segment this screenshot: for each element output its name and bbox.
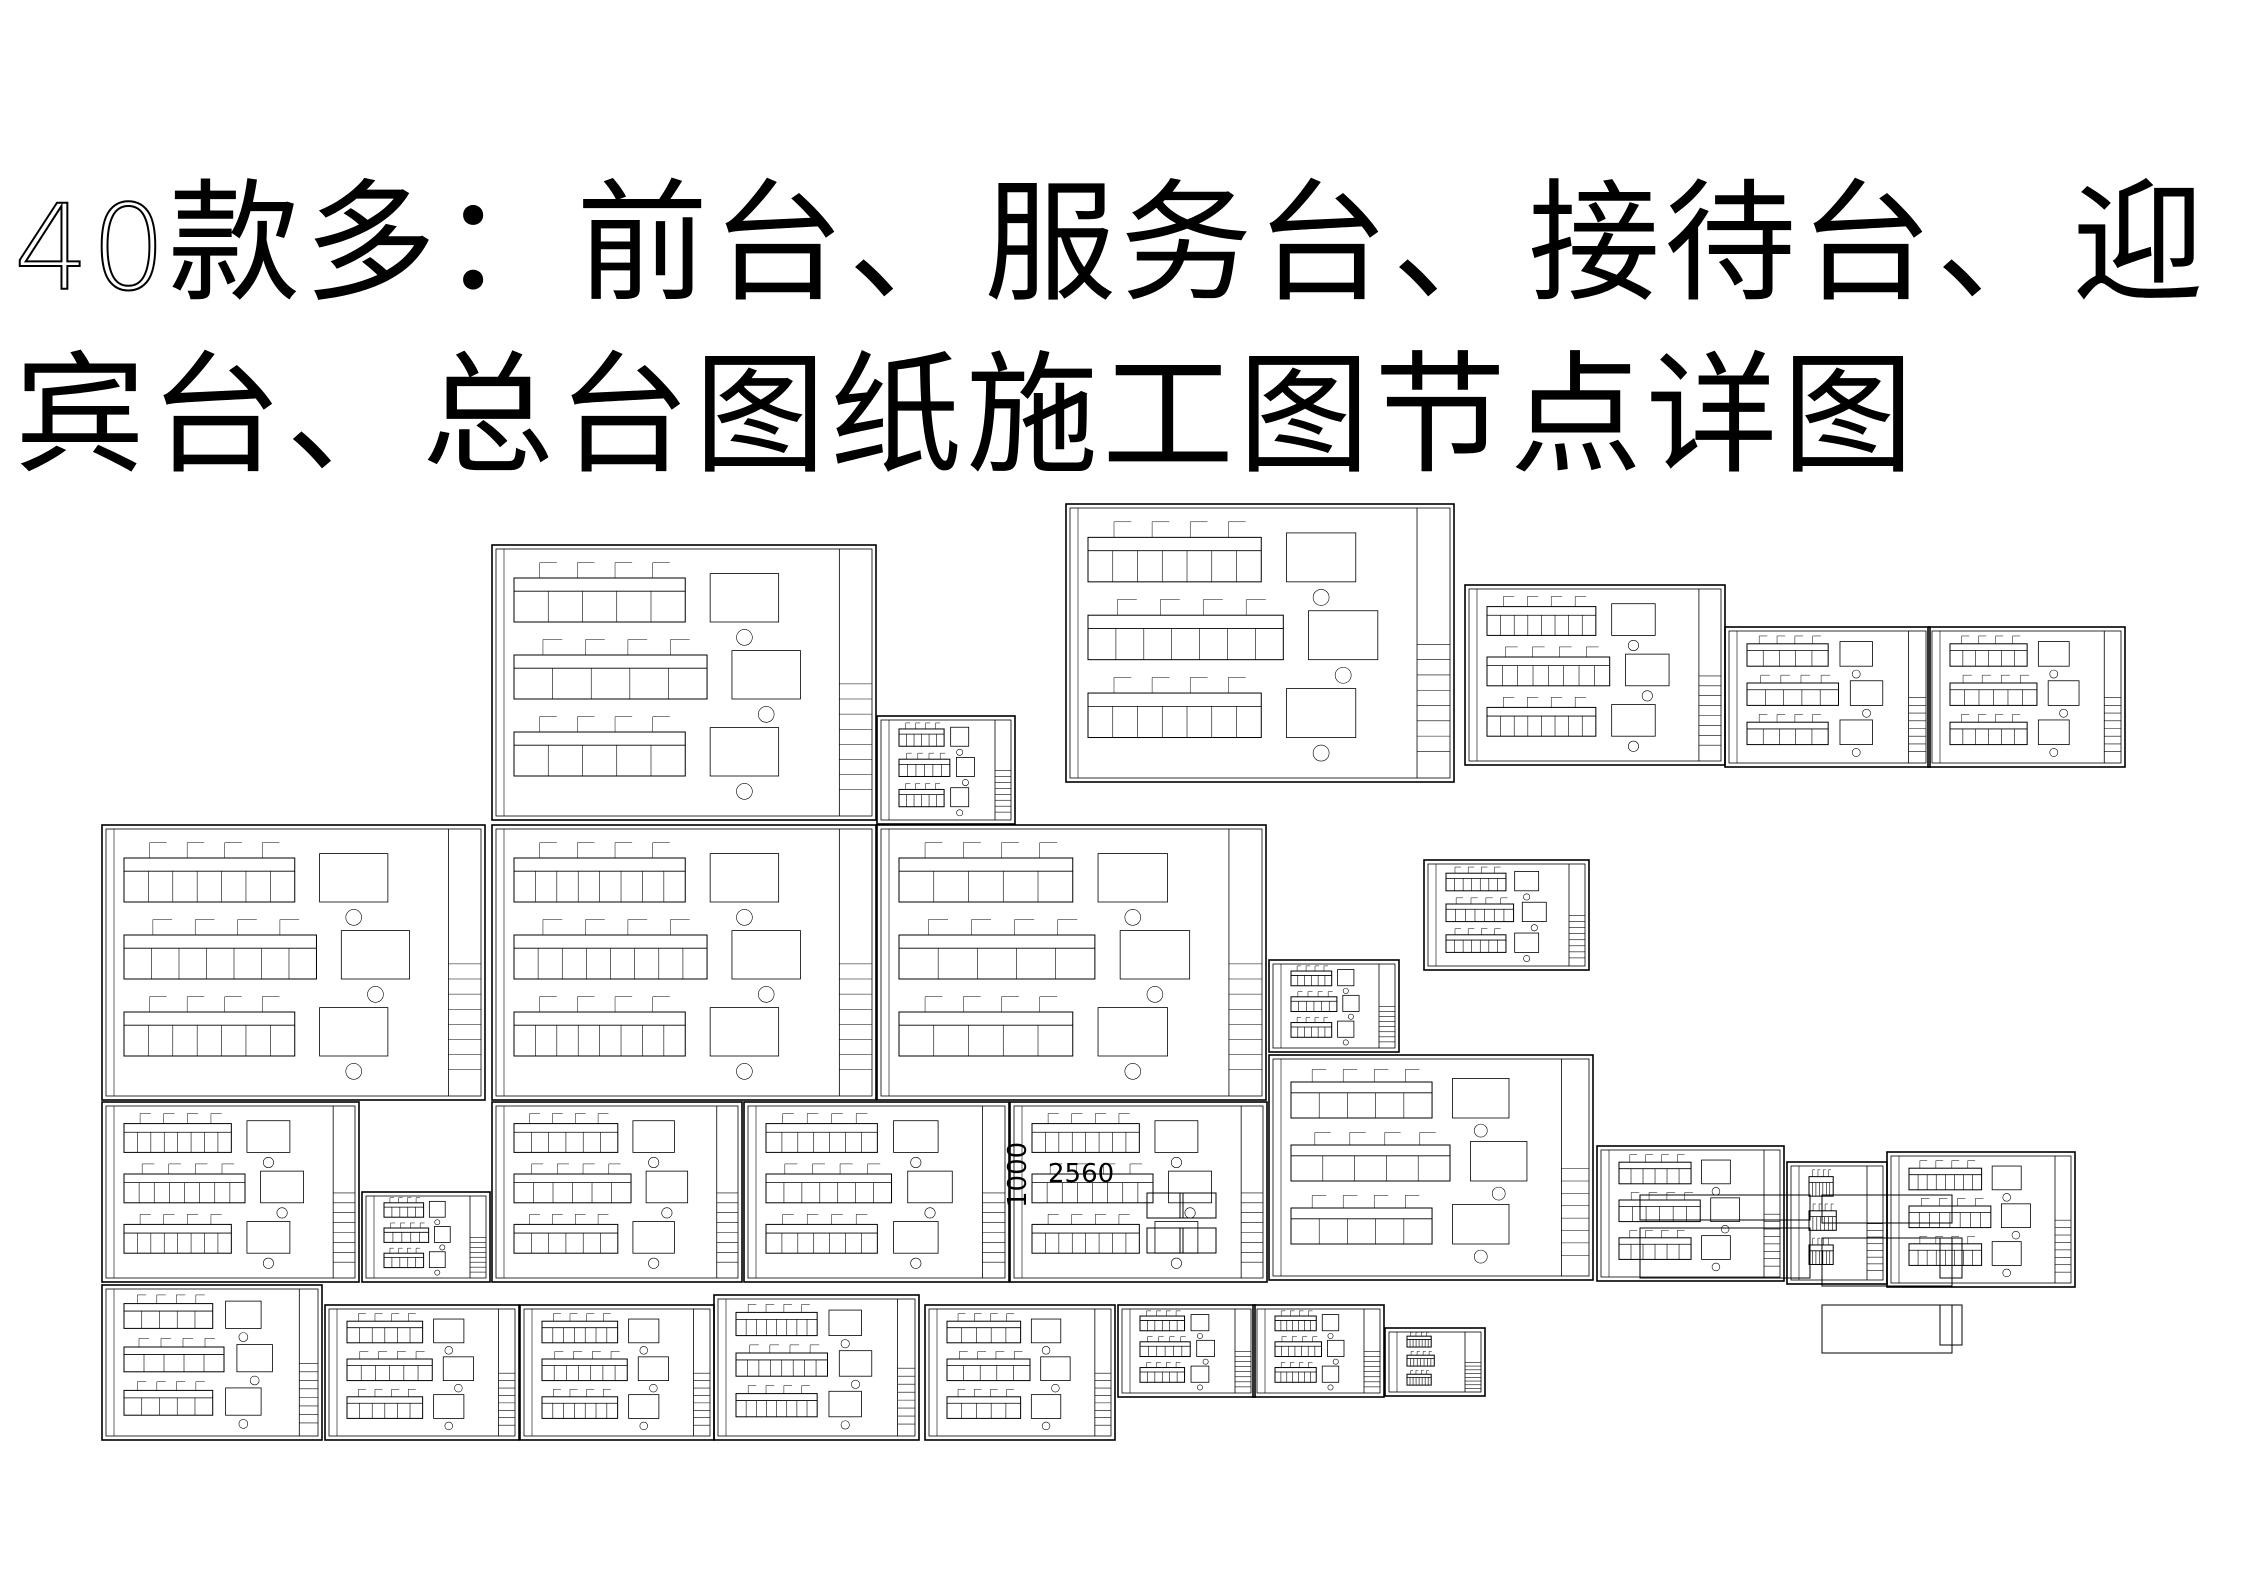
drawing-sheet: [101, 1284, 323, 1441]
drawing-sheet: [1252, 1304, 1385, 1398]
drawing-sheet: [491, 1101, 743, 1283]
detail-drawing: [1821, 1194, 1953, 1224]
drawing-sheet: [491, 824, 877, 1101]
detail-drawing: [1939, 1237, 1963, 1279]
drawing-sheet: [876, 715, 1016, 825]
dimension-label-height: 1000: [1003, 1142, 1033, 1208]
drawing-sheet: [1117, 1304, 1256, 1398]
drawing-sheet: [1009, 1101, 1268, 1283]
detail-drawing: [1639, 1194, 1811, 1221]
sheet-layer: [101, 503, 2126, 1441]
detail-drawing: [1146, 1192, 1184, 1219]
drawing-sheet: [1384, 1327, 1486, 1397]
drawing-sheet: [1927, 626, 2126, 768]
drawing-sheet: [876, 824, 1267, 1101]
drawing-sheet: [1268, 959, 1400, 1053]
drawing-sheet: [361, 1191, 491, 1283]
drawing-sheet: [519, 1304, 715, 1441]
drawing-sheet: [743, 1101, 1010, 1283]
drawing-sheet: [1268, 1054, 1594, 1281]
drawing-sheet: [491, 544, 877, 821]
drawing-sheet: [1596, 1145, 1785, 1282]
drawing-sheet: [101, 824, 486, 1101]
drawing-sheet: [1065, 503, 1455, 783]
drawing-sheet: [1886, 1151, 2076, 1288]
title-text: 款多：前台、服务台、接待台、迎宾台、总台图纸施工图节点详图: [14, 167, 2209, 493]
detail-drawing: [1939, 1304, 1963, 1346]
drawing-sheet: [101, 1101, 360, 1283]
drawing-sheet: [1423, 859, 1590, 971]
drawing-sheet: [1724, 626, 1931, 768]
detail-drawing: [1821, 1304, 1953, 1354]
detail-drawing: [1146, 1227, 1184, 1254]
drawing-sheet: [324, 1304, 520, 1441]
title-number: 40: [13, 178, 169, 318]
detail-drawing: [1639, 1227, 1811, 1279]
detail-drawing: [1821, 1237, 1953, 1287]
drawing-sheet: [713, 1294, 920, 1441]
dimension-label-width: 2560: [1048, 1159, 1114, 1189]
page-title: 40款多：前台、服务台、接待台、迎宾台、总台图纸施工图节点详图: [13, 160, 2234, 500]
detail-drawing: [1179, 1227, 1217, 1254]
drawing-sheet: [1464, 584, 1726, 766]
detail-drawing: [1179, 1192, 1217, 1219]
drawing-sheet: [924, 1304, 1116, 1441]
